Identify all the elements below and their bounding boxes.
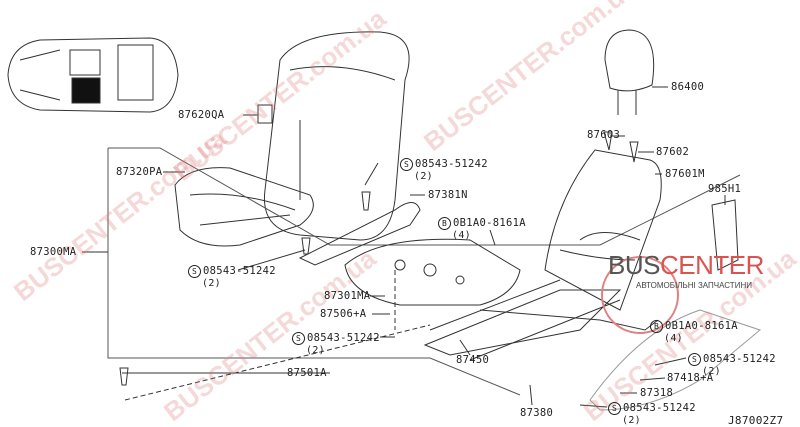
part-label-87300MA: 87300MA (30, 246, 77, 258)
part-label-87301MA: 87301MA (324, 290, 371, 302)
bolt-symbol-icon: B (650, 320, 663, 333)
screw-symbol-icon: S (188, 265, 201, 278)
part-code: 08543-51242 (703, 353, 776, 365)
screw-symbol-icon: S (400, 158, 413, 171)
part-label-87380: 87380 (520, 407, 554, 419)
part-qty: (2) (622, 415, 641, 426)
part-label-87320PA: 87320PA (116, 166, 163, 178)
part-qty: (2) (202, 278, 221, 289)
logo-name-a: BUS (608, 250, 660, 280)
part-code: 08543-51242 (415, 158, 488, 170)
part-label-86400: 86400 (671, 81, 705, 93)
seat-cushion (174, 167, 314, 247)
part-code: 08543-51242 (307, 332, 380, 344)
screw-symbol-icon: S (688, 353, 701, 366)
logo-subtitle: АВТОМОБІЛЬНІ ЗАПЧАСТИНИ (636, 281, 752, 290)
part-label-87603: 87603 (587, 129, 621, 141)
part-code: 08543-51242 (623, 402, 696, 414)
part-label-985H1: 985H1 (708, 183, 742, 195)
part-label-87450: 87450 (456, 354, 490, 366)
part-label-87601M: 87601M (665, 168, 705, 180)
screw-symbol-icon: S (292, 332, 305, 345)
seat-pan (344, 238, 521, 306)
part-label-87501A: 87501A (287, 367, 327, 379)
screw-symbol-icon: S (608, 402, 621, 415)
part-qty: (4) (452, 230, 471, 241)
part-code: 0B1A0-8161A (453, 217, 526, 229)
logo-name-b: CENTER (659, 250, 764, 280)
headrest (604, 29, 655, 92)
part-code: 08543-51242 (203, 265, 276, 277)
buscenter-logo: BUSCENTER АВТОМОБІЛЬНІ ЗАПЧАСТИНИ (608, 250, 764, 290)
part-qty: (2) (702, 366, 721, 377)
seat-back-cushion (263, 31, 410, 241)
part-code: 0B1A0-8161A (665, 320, 738, 332)
part-label-87506A: 87506+A (320, 308, 367, 320)
car-locator-icon (7, 37, 179, 113)
part-label-87318: 87318 (640, 387, 674, 399)
bolt-symbol-icon: B (438, 217, 451, 230)
side-airbag (711, 199, 739, 271)
seat-rails (423, 289, 622, 356)
part-label-87418A: 87418+A (667, 372, 714, 384)
back-frame (544, 149, 662, 311)
part-label-87602: 87602 (656, 146, 690, 158)
part-label-87620QA: 87620QA (178, 109, 225, 121)
diagram-id: J87002Z7 (728, 414, 784, 427)
part-label-87381N: 87381N (428, 189, 468, 201)
part-qty: (2) (306, 345, 325, 356)
part-qty: (2) (414, 171, 433, 182)
part-qty: (4) (664, 333, 683, 344)
